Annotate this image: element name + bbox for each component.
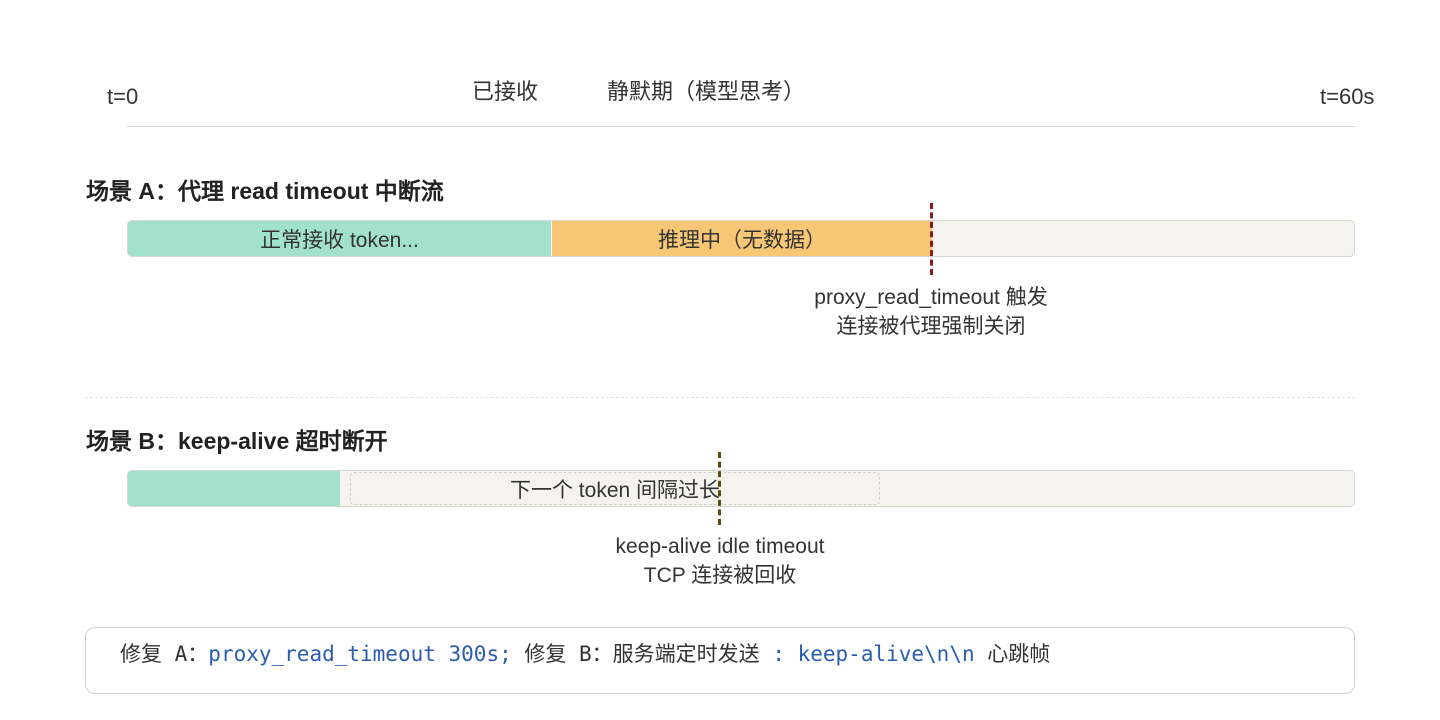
fix-a-prefix: 修复 A： xyxy=(120,642,209,666)
axis-end-label: t=60s xyxy=(1320,84,1375,109)
annotation-a-line2: 连接被代理强制关闭 xyxy=(836,315,1026,338)
scenario-b-track: 下一个 token 间隔过长 xyxy=(127,470,1355,507)
scenario-b-title: 场景 B：keep-alive 超时断开 xyxy=(86,428,388,454)
timeout-marker-a xyxy=(930,203,933,275)
timeout-marker-b xyxy=(718,452,721,525)
segment-receiving xyxy=(128,471,340,506)
section-divider xyxy=(85,397,1355,398)
segment-reasoning: 推理中（无数据） xyxy=(552,221,932,256)
fix-b-prefix: 修复 B：服务端定时发送 xyxy=(511,642,773,666)
fix-b-code: : keep-alive\n\n xyxy=(772,642,975,666)
scenario-a-track: 正常接收 token... 推理中（无数据） xyxy=(127,220,1355,257)
fix-b-suffix: 心跳帧 xyxy=(974,642,1051,666)
scenario-b-annotation: keep-alive idle timeout TCP 连接被回收 xyxy=(616,532,825,590)
fix-a-code: proxy_read_timeout 300s; xyxy=(208,642,512,666)
axis-start-label: t=0 xyxy=(107,84,139,109)
timeline-axis xyxy=(127,126,1355,127)
fix-box: 修复 A：proxy_read_timeout 300s; 修复 B：服务端定时… xyxy=(85,627,1355,694)
scenario-a-title: 场景 A：代理 read timeout 中断流 xyxy=(86,178,444,204)
annotation-b-line1: keep-alive idle timeout xyxy=(615,535,825,558)
axis-received-label: 已接收 xyxy=(472,79,539,104)
annotation-a-line1: proxy_read_timeout 触发 xyxy=(814,286,1048,309)
axis-silent-label: 静默期（模型思考） xyxy=(607,79,806,104)
scenario-a-annotation: proxy_read_timeout 触发 连接被代理强制关闭 xyxy=(814,283,1047,341)
annotation-b-line2: TCP 连接被回收 xyxy=(643,564,797,587)
fix-text: 修复 A：proxy_read_timeout 300s; 修复 B：服务端定时… xyxy=(120,638,1050,668)
segment-gap: 下一个 token 间隔过长 xyxy=(350,472,880,505)
segment-receiving: 正常接收 token... xyxy=(128,221,551,256)
